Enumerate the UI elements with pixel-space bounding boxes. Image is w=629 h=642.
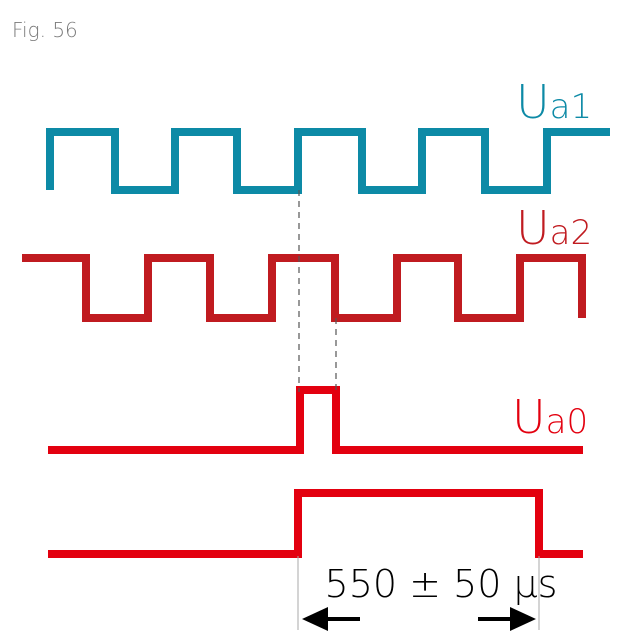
stretched-pulse-waveform <box>48 489 583 558</box>
dimension-label: 550 ± 50 µs <box>325 562 558 606</box>
ua2-label-main: U <box>516 201 550 255</box>
ua1-waveform <box>46 128 610 194</box>
ua2-waveform <box>22 254 586 322</box>
dimension-arrow-right <box>478 607 536 631</box>
ua0-label-main: U <box>512 390 546 444</box>
ua1-label-main: U <box>516 75 550 129</box>
figure-caption: Fig. 56 <box>12 18 78 42</box>
ua0-label-sub: a0 <box>546 402 588 442</box>
ua2-label-sub: a2 <box>550 213 592 253</box>
ua0-waveform <box>48 386 583 454</box>
ua1-label-sub: a1 <box>550 87 592 127</box>
ua1-label: Ua1 <box>516 75 592 129</box>
dimension-arrow-left <box>302 607 360 631</box>
ua2-label: Ua2 <box>516 201 592 255</box>
ua0-label: Ua0 <box>512 390 588 444</box>
